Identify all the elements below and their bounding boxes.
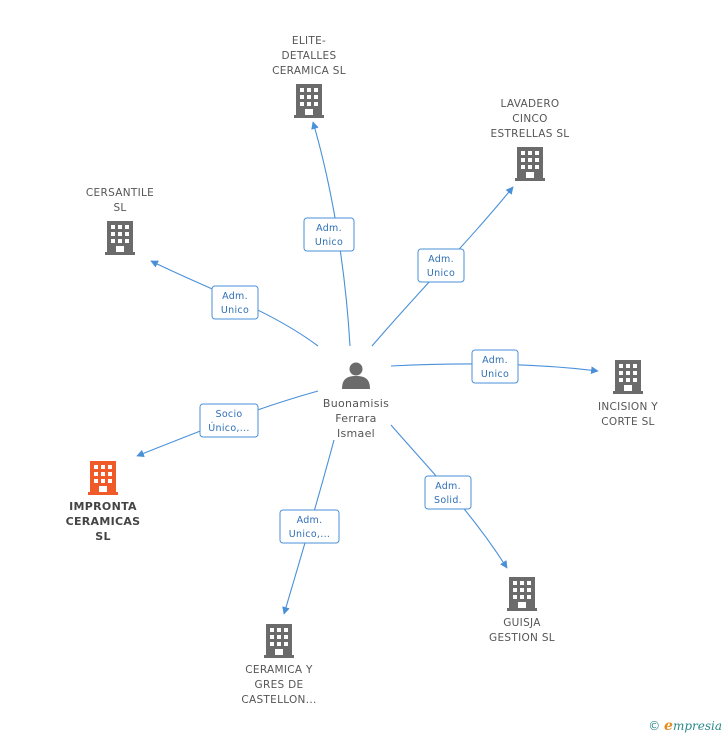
building-icon — [88, 461, 118, 495]
building-icon — [105, 221, 135, 255]
company-name-line: CASTELLON... — [241, 694, 316, 706]
company-name-line: DETALLES — [282, 50, 337, 62]
company-name-line: CINCO — [512, 113, 547, 125]
edge-label-text: Socio — [215, 409, 242, 420]
edge-label-box — [424, 475, 472, 510]
company-name-line: ELITE- — [292, 35, 326, 47]
company-name-line: ESTRELLAS SL — [491, 128, 570, 140]
company-name-line: CORTE SL — [601, 416, 654, 428]
building-icon — [507, 577, 537, 611]
company-name-line: IMPRONTA — [69, 500, 137, 513]
edge-label-text: Unico,... — [289, 529, 330, 540]
person-icon — [342, 362, 370, 389]
edge-label-box — [279, 509, 340, 544]
company-name-line: INCISION Y — [598, 401, 658, 413]
edge-label-text: Adm. — [316, 223, 342, 234]
edge-label-text: Único,... — [208, 422, 249, 434]
edge-label-text: Unico — [315, 237, 343, 248]
company-name-line: CERSANTILE — [86, 187, 154, 199]
building-icon — [613, 360, 643, 394]
building-icon — [294, 84, 324, 118]
company-node-incision[interactable]: INCISION Y CORTE SL — [598, 360, 658, 428]
edge-label-elite[interactable]: Adm. Unico — [303, 217, 355, 252]
person-name-line: Buonamisis — [323, 397, 389, 410]
company-name-line: CERAMICA Y — [245, 664, 313, 676]
edge-label-text: Unico — [427, 268, 455, 279]
edge-label-impronta[interactable]: SocioÚnico,... — [199, 403, 259, 438]
company-node-impronta[interactable]: IMPRONTA CERAMICAS SL — [66, 461, 141, 543]
edge-label-incision[interactable]: Adm. Unico — [471, 349, 519, 384]
empresia-watermark: © empresia — [648, 718, 722, 734]
edge-label-box — [471, 349, 519, 384]
edge-label-box — [199, 403, 259, 438]
company-name-line: CERAMICA SL — [272, 65, 346, 77]
edge-label-text: Solid. — [434, 495, 462, 506]
edge-label-lavadero[interactable]: Adm. Unico — [417, 248, 465, 283]
brand-initial: e — [664, 718, 673, 734]
edge-label-text: Unico — [481, 369, 509, 380]
company-name-line: LAVADERO — [501, 98, 560, 110]
company-node-ceramica[interactable]: CERAMICA Y GRES DE CASTELLON... — [241, 624, 316, 706]
company-node-cersantile[interactable]: CERSANTILE SL — [86, 187, 154, 255]
company-name-line: CERAMICAS — [66, 515, 141, 528]
person-name-line: Ismael — [337, 427, 375, 440]
company-node-lavadero[interactable]: LAVADERO CINCO ESTRELLAS SL — [491, 98, 570, 181]
brand-name: mpresia — [672, 719, 722, 733]
company-name-line: GRES DE — [255, 679, 304, 691]
company-name-line: GESTION SL — [489, 632, 555, 644]
company-name-line: GUISJA — [503, 617, 541, 629]
person-name-line: Ferrara — [335, 412, 376, 425]
edge-label-text: Adm. — [435, 481, 461, 492]
edge-label-guisja[interactable]: Adm. Solid. — [424, 475, 472, 510]
company-node-guisja[interactable]: GUISJA GESTION SL — [489, 577, 555, 644]
edge-label-text: Adm. — [222, 291, 248, 302]
edge-label-box — [417, 248, 465, 283]
company-name-line: SL — [113, 202, 126, 214]
edge-label-box — [211, 285, 259, 320]
building-icon — [515, 147, 545, 181]
edge-label-box — [303, 217, 355, 252]
company-node-elite[interactable]: ELITE- DETALLES CERAMICA SL — [272, 35, 346, 118]
company-name-line: SL — [95, 530, 111, 543]
building-icon — [264, 624, 294, 658]
edge-label-text: Unico — [221, 305, 249, 316]
edge-label-ceramica[interactable]: Adm. Unico,... — [279, 509, 340, 544]
edge-label-cersantile[interactable]: Adm. Unico — [211, 285, 259, 320]
copyright-symbol: © — [648, 719, 661, 733]
edge-label-text: Adm. — [297, 515, 323, 526]
edge-label-text: Adm. — [428, 254, 454, 265]
edge-label-text: Adm. — [482, 355, 508, 366]
